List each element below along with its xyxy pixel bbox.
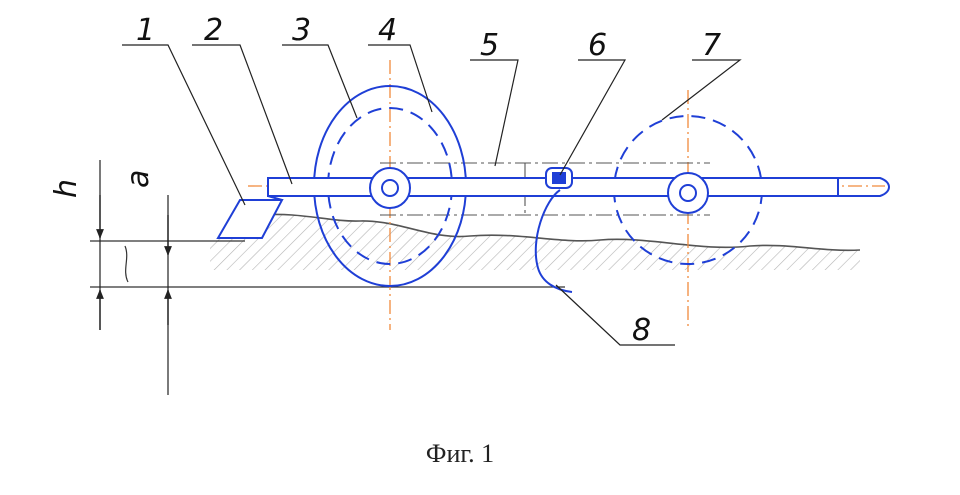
label-1: 1 (136, 13, 155, 48)
tine-8 (534, 189, 573, 293)
plow-share-1 (216, 195, 284, 239)
dimension-h-label: h (49, 179, 84, 198)
label-5: 5 (480, 28, 499, 63)
drum-outline-lines (380, 162, 710, 216)
frame-beam (267, 177, 890, 197)
soil-profile (90, 213, 861, 270)
clamp-6 (545, 167, 573, 189)
label-8: 8 (632, 313, 651, 348)
label-4: 4 (378, 13, 397, 48)
figure-caption: Фиг. 1 (426, 439, 494, 468)
label-6: 6 (588, 28, 607, 63)
dimension-a-label: a (121, 170, 156, 188)
label-7: 7 (702, 28, 721, 63)
break-mark (124, 245, 129, 283)
label-2: 2 (204, 13, 223, 48)
leader-lines (122, 44, 742, 346)
hubs (369, 167, 709, 214)
label-3: 3 (292, 13, 311, 48)
